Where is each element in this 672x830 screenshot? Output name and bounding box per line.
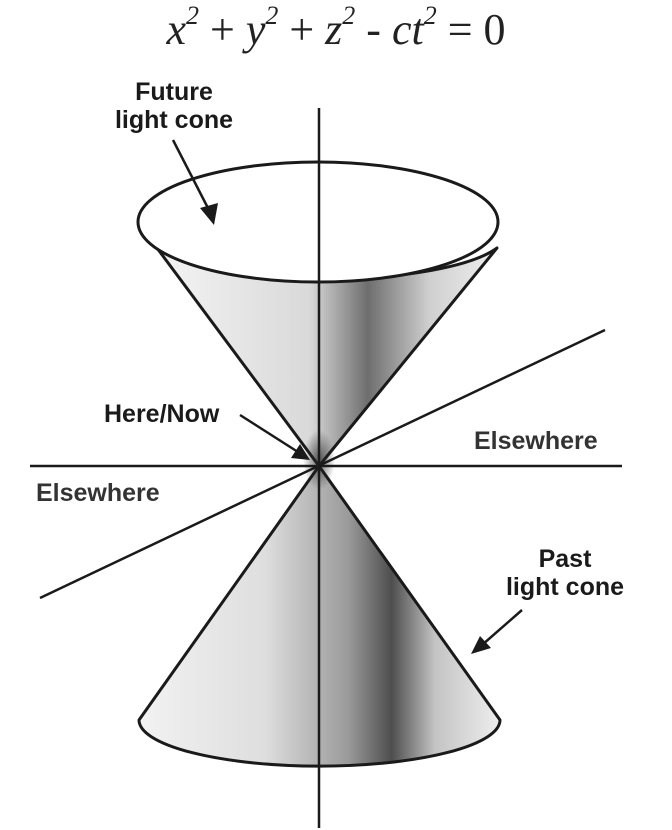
var-z: z	[325, 5, 343, 54]
rhs-zero: 0	[483, 5, 506, 54]
future-label-line1: Future	[135, 78, 213, 106]
past-label-line2: light cone	[505, 573, 625, 601]
past-label-arrow	[471, 609, 523, 654]
var-y: y	[245, 5, 266, 54]
op-minus: -	[366, 5, 381, 54]
past-label-line1: Past	[538, 545, 592, 573]
future-label-arrow	[171, 139, 218, 225]
past-light-cone-label: Past light cone	[490, 545, 640, 601]
op-plus-1: +	[209, 5, 235, 54]
future-light-cone-label: Future light cone	[104, 78, 244, 134]
here-now-label: Here/Now	[104, 400, 220, 428]
space-axis-oblique	[39, 328, 606, 600]
exp-z: 2	[342, 1, 356, 30]
exp-x: 2	[185, 1, 199, 30]
elsewhere-right-label: Elsewhere	[474, 427, 598, 455]
op-equals: =	[447, 5, 473, 54]
op-plus-2: +	[289, 5, 315, 54]
future-label-line2: light cone	[114, 106, 234, 134]
here-now-arrow	[239, 413, 310, 460]
exp-t: 2	[423, 1, 437, 30]
var-x: x	[166, 5, 186, 54]
var-t: t	[411, 5, 424, 54]
elsewhere-left-label: Elsewhere	[36, 479, 160, 507]
var-c: c	[391, 5, 412, 54]
light-cone-equation: x2 + y2 + z2 - ct2 = 0	[0, 1, 672, 55]
exp-y: 2	[265, 1, 279, 30]
